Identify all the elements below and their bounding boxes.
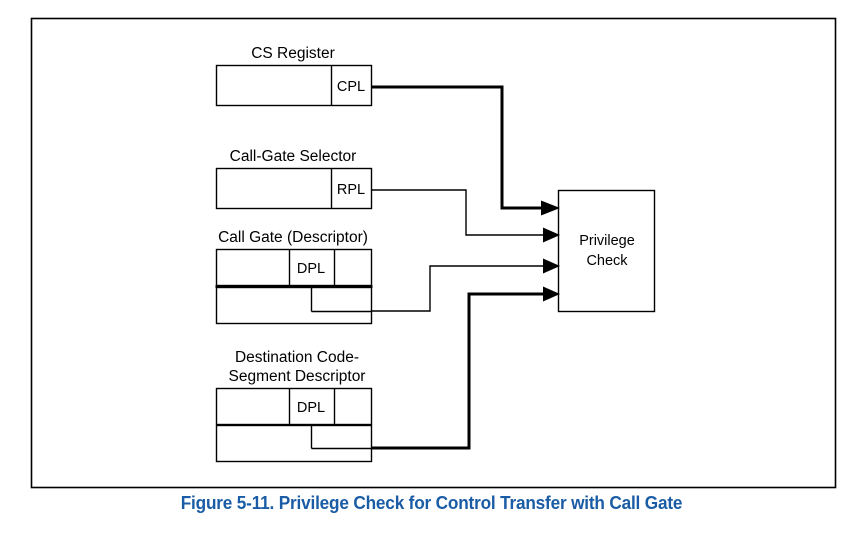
connector-destination-selector-field (371, 292, 543, 450)
cs-register-cpl-label: CPL (337, 79, 365, 95)
call-gate-descriptor-label: Call Gate (Descriptor) (218, 229, 368, 246)
destination-descriptor-upper-row (215, 387, 373, 426)
arrowhead-rpl (543, 227, 560, 243)
connector-rpl (371, 189, 543, 236)
call-gate-descriptor-upper-row (215, 248, 373, 287)
figure-frame (30, 17, 837, 489)
arrowhead-destination-selector-field (543, 286, 560, 302)
arrowhead-cpl (541, 200, 560, 216)
destination-descriptor-dpl-label: DPL (297, 400, 325, 416)
destination-descriptor-label-line1: Destination Code- (235, 349, 359, 366)
connector-cpl (371, 85, 541, 210)
privilege-check-label-line1: Privilege (579, 233, 635, 249)
call-gate-selector-box (215, 167, 373, 210)
destination-descriptor-label-line2: Segment Descriptor (229, 368, 366, 385)
destination-descriptor-lower-row (215, 424, 373, 463)
call-gate-descriptor-lower-row (215, 286, 373, 325)
privilege-check-label-line2: Check (586, 253, 628, 269)
arrowhead-call-gate-selector-field (543, 258, 560, 274)
privilege-check-box (557, 189, 656, 313)
call-gate-descriptor-dpl-label: DPL (297, 261, 325, 277)
call-gate-selector-label: Call-Gate Selector (230, 148, 357, 165)
connector-call-gate-selector-field (371, 265, 543, 312)
call-gate-selector-rpl-label: RPL (337, 182, 365, 198)
cs-register-label: CS Register (251, 45, 335, 62)
cs-register-box (215, 64, 373, 107)
figure-caption: Figure 5-11. Privilege Check for Control… (180, 492, 683, 513)
